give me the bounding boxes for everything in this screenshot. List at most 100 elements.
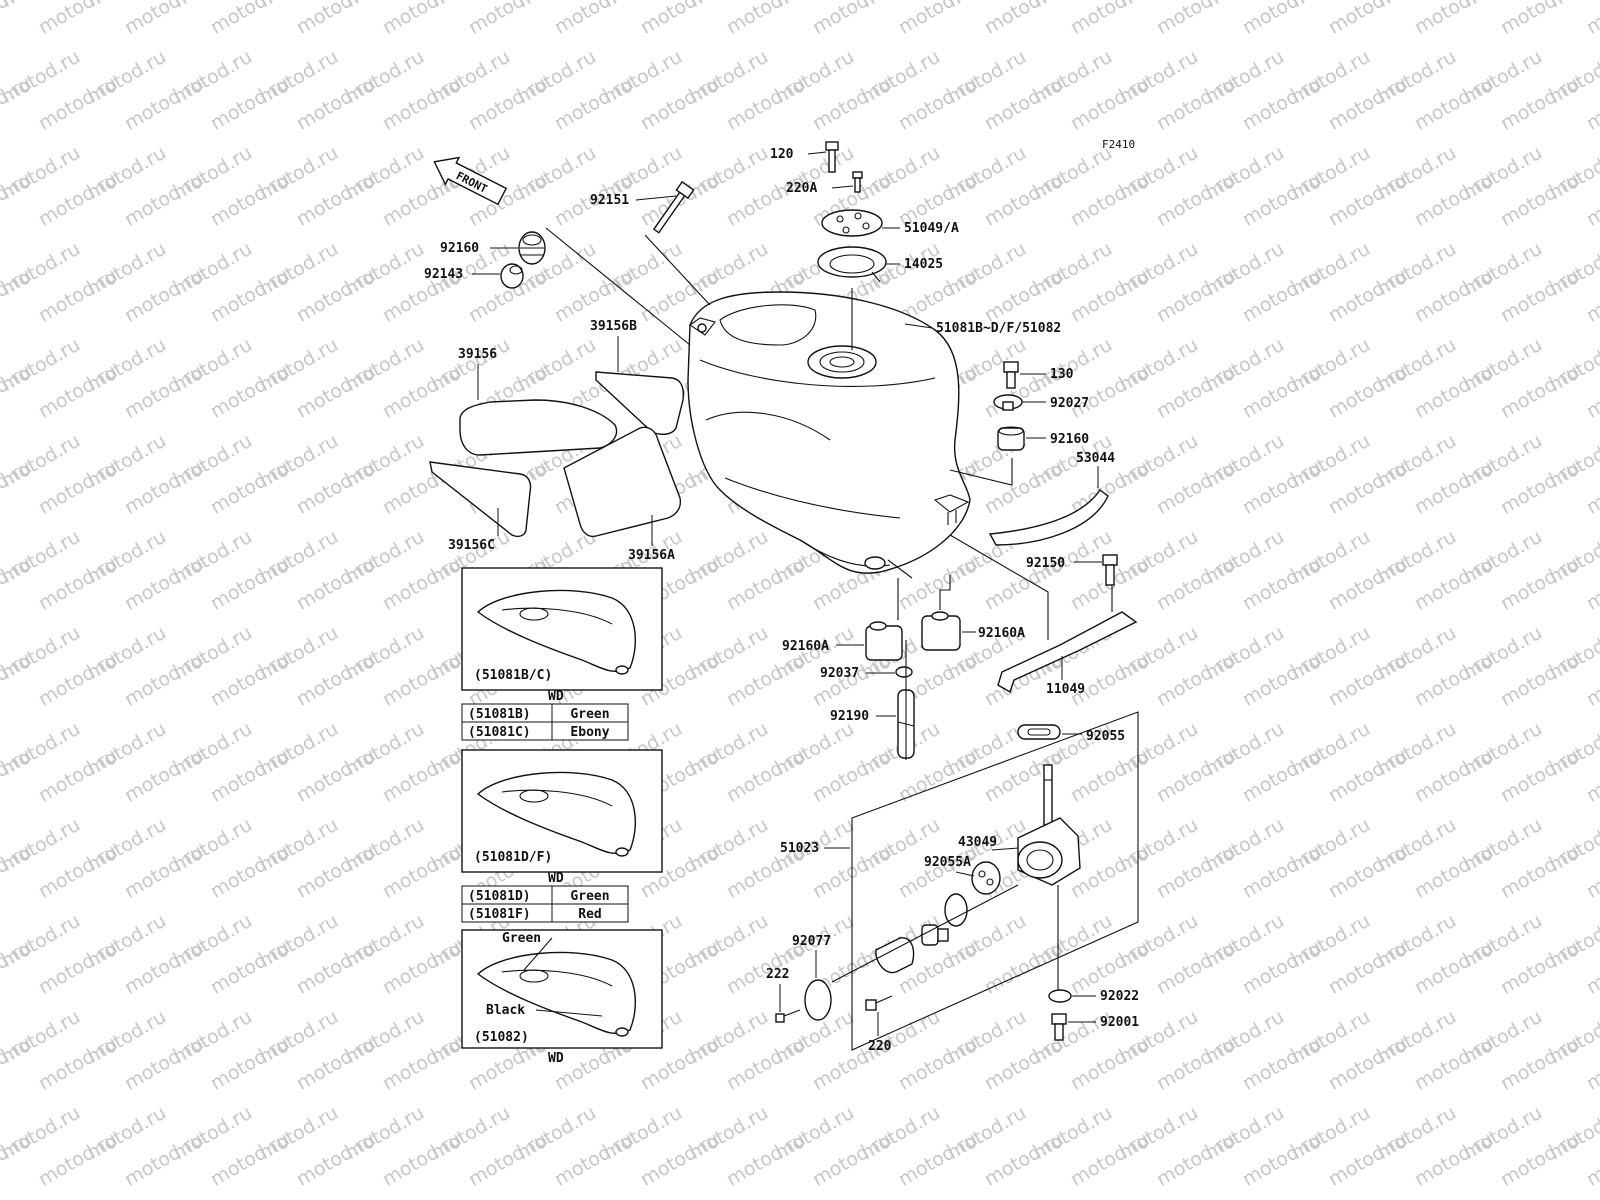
part-number-92160a: 92160A — [978, 626, 1025, 641]
tank-graphic — [501, 969, 613, 987]
bolt-92151 — [652, 180, 695, 234]
variant-note: WD — [548, 871, 564, 886]
part-number-92160: 92160 — [440, 241, 479, 256]
gasket-92055 — [1017, 724, 1061, 740]
watermark-text: motod.ru — [1067, 0, 1153, 39]
clip-92037 — [895, 666, 913, 678]
screw-222 — [775, 1009, 801, 1023]
part-number-14025: 14025 — [904, 257, 943, 272]
variant-code: (51081C) — [468, 725, 531, 740]
color-leader — [523, 937, 553, 971]
gasket-14025 — [817, 246, 887, 283]
color-leader — [535, 1009, 603, 1017]
variant-box: (51081B/C) — [461, 567, 663, 691]
callout-leader — [955, 871, 975, 877]
watermark-text: motod.ru — [1153, 0, 1239, 39]
part-number-39156b: 39156B — [590, 319, 637, 334]
variant-color: Green — [570, 707, 609, 722]
color-callout: Green — [502, 931, 541, 946]
part-number-120: 120 — [770, 147, 794, 162]
part-number-92160a: 92160A — [782, 639, 829, 654]
tank-variants: (51081B/C)WD(51081B)Green(51081C)Ebony(5… — [461, 567, 663, 1066]
tank-mount — [615, 665, 629, 675]
variant-box: (51081D/F) — [461, 749, 663, 873]
damper-92160a-right — [921, 611, 961, 651]
variant-note: WD — [548, 689, 564, 704]
variant-color: Red — [578, 907, 601, 922]
part-number-11049: 11049 — [1046, 682, 1085, 697]
variant-code: (51081F) — [468, 907, 531, 922]
part-number-220a: 220A — [786, 181, 817, 196]
bolt-120 — [825, 141, 839, 173]
washer-92022 — [1048, 989, 1072, 1003]
callout-leader — [831, 185, 854, 189]
tank-graphic — [501, 607, 613, 625]
gasket-92055a — [971, 861, 1001, 895]
watermark-text: motod.ru — [1497, 0, 1583, 39]
watermark-text: motod.ru — [1411, 0, 1497, 39]
callout-leader — [904, 323, 933, 329]
watermark-text: motod.ru — [293, 0, 379, 39]
lever-cover — [804, 979, 832, 1021]
table-cell — [551, 903, 629, 923]
damper-92160a-left — [865, 621, 903, 661]
part-number-130: 130 — [1050, 367, 1074, 382]
tank-logo — [519, 969, 549, 983]
tank-mount — [615, 1027, 629, 1037]
assembly-frame-51023 — [851, 711, 1139, 1051]
variant-caption: (51081B/C) — [474, 668, 552, 683]
cap-51049 — [821, 209, 883, 237]
color-callout: Black — [486, 1003, 525, 1018]
part-number-92055: 92055 — [1086, 729, 1125, 744]
screw-220a — [852, 171, 863, 193]
part-number-43049: 43049 — [958, 835, 997, 850]
bolt-92150 — [1102, 554, 1118, 586]
front-arrow-icon: FRONT — [433, 156, 508, 206]
part-number-51023: 51023 — [780, 841, 819, 856]
part-number-92027: 92027 — [1050, 396, 1089, 411]
o-ring — [944, 893, 968, 927]
bolt-130 — [1003, 361, 1019, 389]
fuel-cock-43049 — [1017, 764, 1081, 990]
screw-220 — [865, 995, 893, 1011]
callout-leader — [807, 151, 827, 155]
watermark-text: motod.ru — [35, 0, 121, 39]
fuel-tank — [687, 291, 971, 574]
part-number-92143: 92143 — [424, 267, 463, 282]
part-number-222: 222 — [766, 967, 789, 982]
variant-caption: (51082) — [474, 1030, 529, 1045]
collar-92143 — [500, 263, 524, 289]
callout-leader — [635, 195, 677, 201]
part-number-39156a: 39156A — [628, 548, 675, 563]
part-number-92055a: 92055A — [924, 855, 971, 870]
tank-side-view — [476, 589, 636, 672]
variant-code: (51081D) — [468, 889, 531, 904]
seal-53044 — [988, 488, 1109, 546]
bracket-11049 — [997, 611, 1138, 694]
watermark-text: motod.ru — [1239, 0, 1325, 39]
watermark-text: motod.ru — [379, 0, 465, 39]
variant-color: Ebony — [570, 725, 609, 740]
part-number-39156: 39156 — [458, 347, 497, 362]
pad-39156 — [459, 399, 618, 456]
bolt-92001 — [1051, 1013, 1067, 1041]
variant-color: Green — [570, 889, 609, 904]
callout-leader — [991, 847, 1019, 851]
part-number-92001: 92001 — [1100, 1015, 1139, 1030]
watermark-text: motod.ru — [981, 0, 1067, 39]
part-number-39156c: 39156C — [448, 538, 495, 553]
watermark-text: motod.ru — [121, 0, 207, 39]
part-number-92150: 92150 — [1026, 556, 1065, 571]
watermark-text: motod.ru — [551, 0, 637, 39]
part-number-51049-a: 51049/A — [904, 221, 959, 236]
watermark-text: motod.ru — [1325, 0, 1411, 39]
part-number-92190: 92190 — [830, 709, 869, 724]
watermark-text: motod.ru — [809, 0, 895, 39]
part-number-53044: 53044 — [1076, 451, 1115, 466]
tank-side-view — [476, 951, 636, 1034]
plate-92077 — [875, 937, 915, 974]
part-number-92160: 92160 — [1050, 432, 1089, 447]
